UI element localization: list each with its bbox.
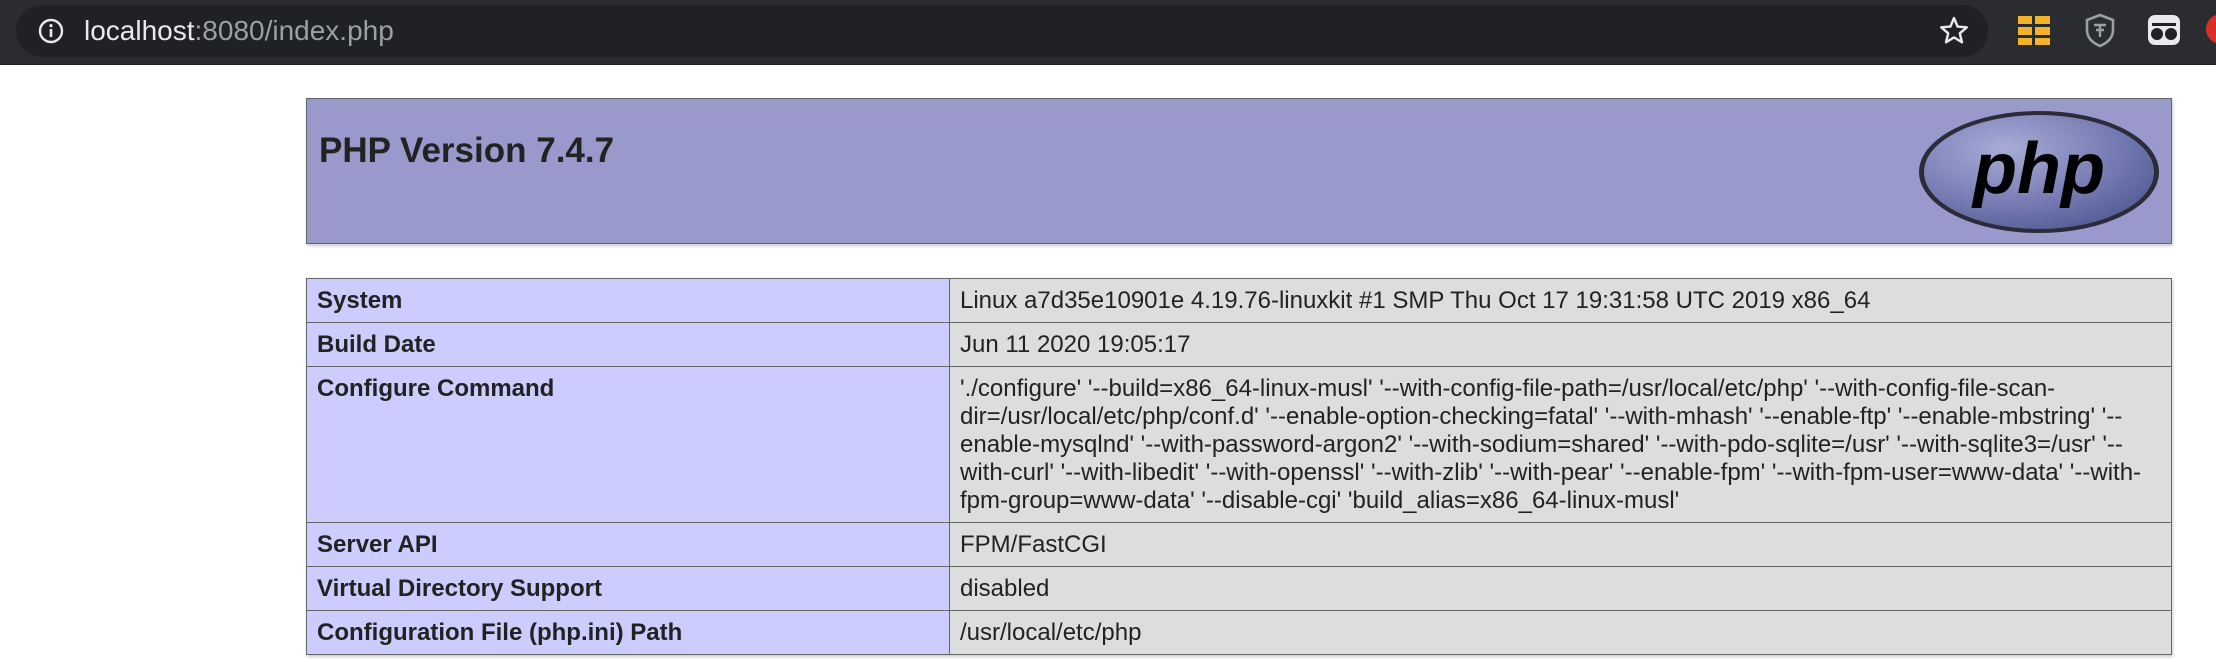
glasses-extension-icon[interactable] [2146, 12, 2182, 48]
table-row: Configure Command'./configure' '--build=… [306, 366, 2172, 523]
setting-name: Build Date [306, 322, 950, 367]
setting-name: Server API [306, 522, 950, 567]
setting-value: FPM/FastCGI [949, 522, 2172, 567]
url-text[interactable]: localhost:8080/index.php [84, 15, 394, 47]
address-bar[interactable]: localhost:8080/index.php [16, 5, 1988, 57]
setting-name: System [306, 278, 950, 323]
setting-name: Configuration File (php.ini) Path [306, 610, 950, 655]
grid-extension-icon[interactable] [2016, 12, 2052, 48]
red-extension-icon[interactable] [2206, 14, 2216, 44]
php-logo-icon[interactable]: php [1917, 109, 2161, 235]
setting-value: disabled [949, 566, 2172, 611]
url-host: localhost [84, 15, 195, 46]
setting-value: Jun 11 2020 19:05:17 [949, 322, 2172, 367]
info-icon[interactable] [38, 18, 64, 44]
browser-toolbar: localhost:8080/index.php [0, 0, 2216, 65]
shield-extension-icon[interactable] [2082, 12, 2118, 48]
setting-value: Linux a7d35e10901e 4.19.76-linuxkit #1 S… [949, 278, 2172, 323]
setting-value: /usr/local/etc/php [949, 610, 2172, 655]
url-path: :8080/index.php [194, 15, 394, 46]
table-row: Configuration File (php.ini) Path/usr/lo… [306, 610, 2172, 655]
page-title: PHP Version 7.4.7 [319, 131, 615, 170]
star-icon[interactable] [1938, 15, 1970, 47]
setting-name: Virtual Directory Support [306, 566, 950, 611]
php-version-header: PHP Version 7.4.7 php [306, 98, 2172, 244]
setting-value: './configure' '--build=x86_64-linux-musl… [949, 366, 2172, 523]
setting-name: Configure Command [306, 366, 950, 523]
php-logo-text: php [1971, 129, 2105, 209]
